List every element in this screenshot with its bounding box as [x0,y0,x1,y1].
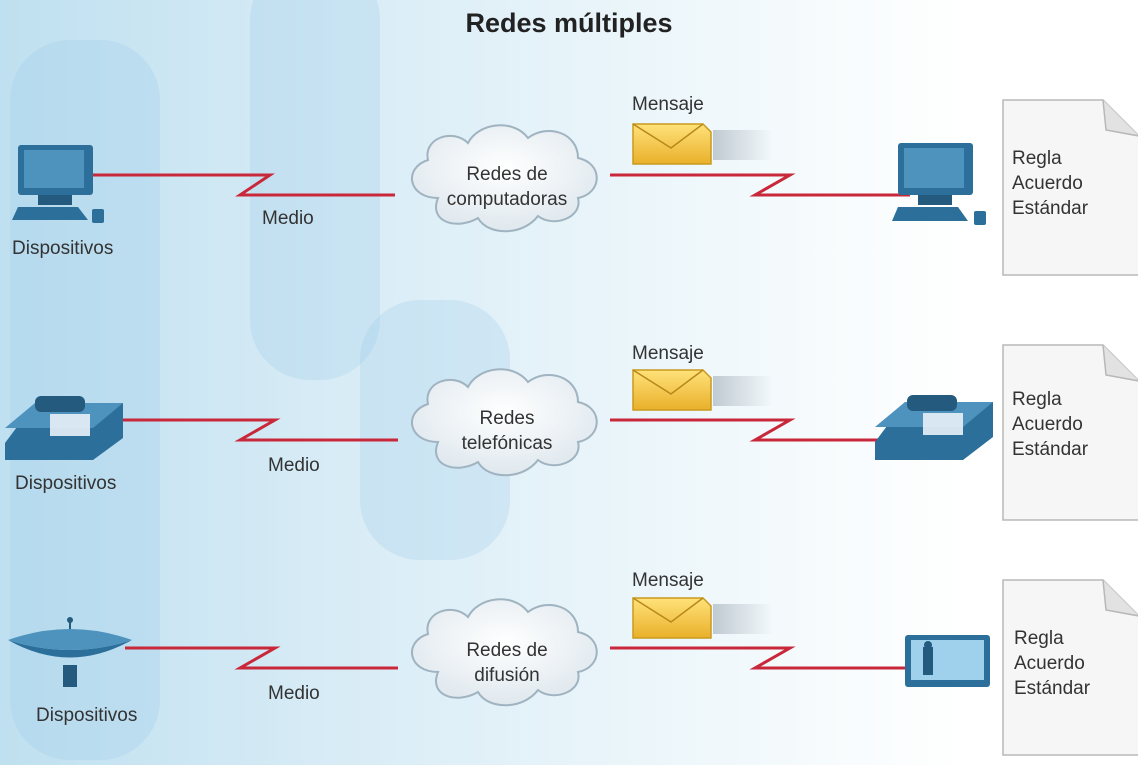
telephone-icon [5,396,123,460]
note-line: Estándar [1012,439,1089,460]
note-line: Estándar [1012,198,1089,219]
envelope-icon [632,369,774,411]
device-label: Dispositivos [12,238,114,259]
note-line: Acuerdo [1014,653,1085,674]
envelope-icon [632,123,774,165]
computer-icon [892,143,986,225]
background-shape [250,0,380,380]
cloud-label-line: Redes de [466,164,548,185]
telephone-icon [875,395,993,460]
note-line: Regla [1012,148,1062,169]
medium-label: Medio [262,208,314,229]
message-label: Mensaje [632,570,704,591]
red-link [92,173,395,197]
medium-label: Medio [268,683,320,704]
device-label: Dispositivos [36,705,138,726]
red-link [118,418,398,442]
message-label: Mensaje [632,343,704,364]
red-link [125,646,398,670]
computer-icon [12,145,104,223]
rule-note: Regla Acuerdo Estándar [1012,387,1088,462]
page-title: Redes múltiples [465,8,673,38]
cloud-label: Redes telefónicas [412,406,602,456]
television-icon [905,635,990,687]
note-line: Acuerdo [1012,414,1083,435]
satellite-dish-icon [8,617,132,687]
note-line: Acuerdo [1012,173,1083,194]
cloud-label-line: telefónicas [461,433,553,454]
red-link [610,418,880,442]
cloud-label-line: computadoras [446,189,568,210]
device-label: Dispositivos [15,473,117,494]
note-line: Regla [1012,389,1062,410]
red-link [610,646,905,670]
note-line: Regla [1014,628,1064,649]
message-label: Mensaje [632,94,704,115]
cloud-label-line: Redes [479,408,535,429]
cloud-label-line: Redes de [466,640,548,661]
rule-note: Regla Acuerdo Estándar [1014,626,1090,701]
cloud-label: Redes de difusión [412,638,602,688]
connection-line-left [92,173,395,197]
cloud-label-line: difusión [474,665,540,686]
medium-label: Medio [268,455,320,476]
connection-line-right [610,173,910,197]
rule-note: Regla Acuerdo Estándar [1012,146,1088,221]
cloud-label: Redes de computadoras [412,162,602,212]
note-line: Estándar [1014,678,1091,699]
envelope-icon [632,597,774,639]
red-link [610,173,910,197]
